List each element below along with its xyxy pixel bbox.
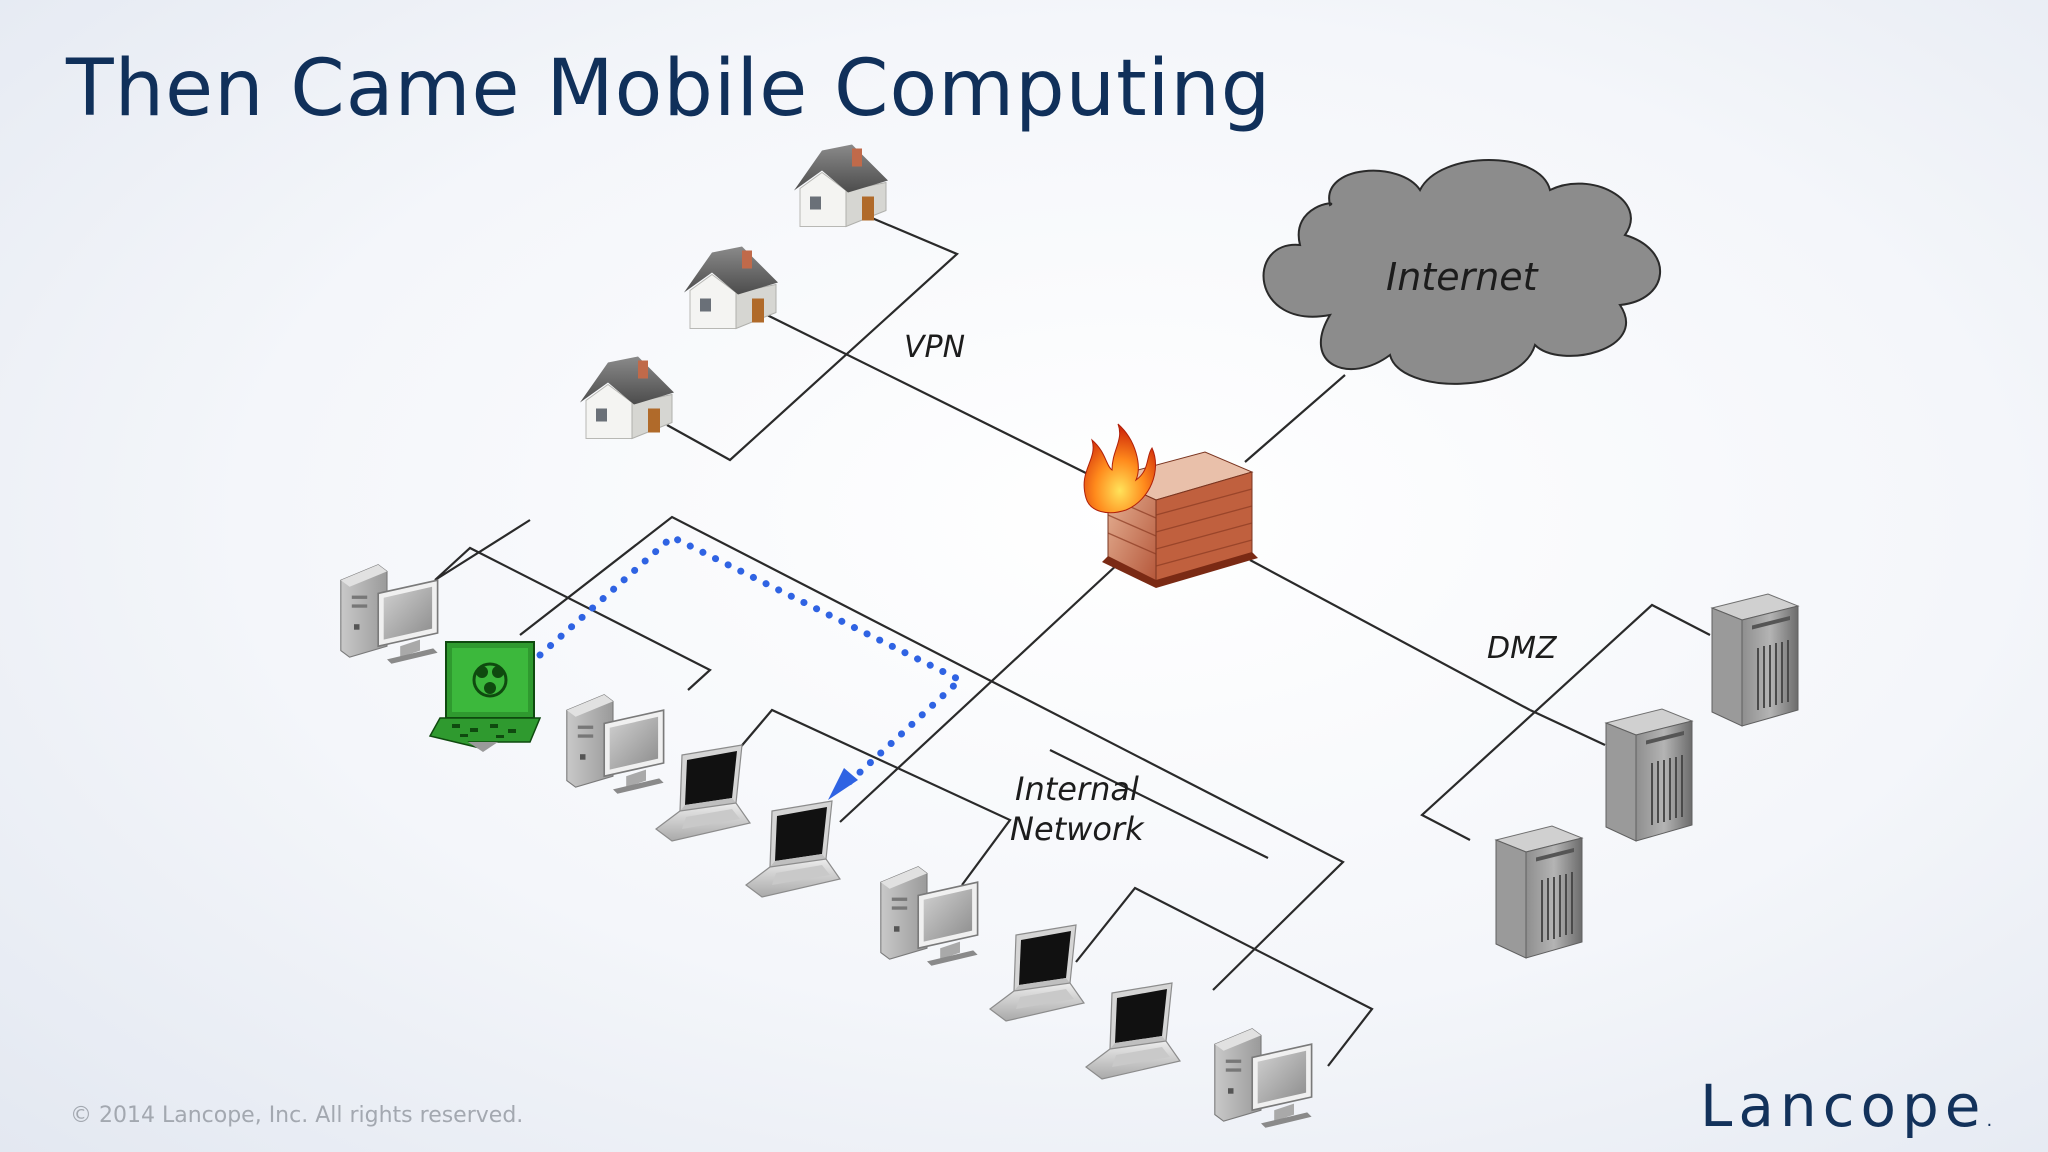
internal-trunk-line: [839, 561, 1121, 823]
desktop-computer-icon: [1213, 1027, 1313, 1129]
internet-label: Internet: [1386, 255, 1540, 299]
brand-logo: Lancope.: [1700, 1072, 1992, 1140]
brand-logo-mark: .: [1986, 1110, 1993, 1131]
dmz-trunk-line: [1249, 559, 1531, 711]
house-icon: [579, 355, 675, 440]
server-icon: [1495, 825, 1583, 959]
desktop-computer-icon: [565, 693, 665, 795]
page-title: Then Came Mobile Computing: [66, 44, 1272, 134]
internal-bus-d: [1075, 886, 1374, 1067]
arrowhead-icon: [828, 768, 858, 800]
laptop-icon: [745, 800, 841, 898]
desktop-computer-icon: [339, 563, 439, 665]
dmz-bus-line: [1420, 603, 1711, 841]
vpn-label: VPN: [904, 330, 965, 365]
infected-laptop-icon: [428, 641, 542, 752]
brand-logo-text: Lancope: [1700, 1072, 1987, 1140]
attack-path: [536, 532, 967, 800]
cloud-icon: [1262, 159, 1662, 385]
house-icon: [683, 245, 779, 330]
copyright-notice: © 2014 Lancope, Inc. All rights reserved…: [70, 1103, 524, 1128]
internal-network-label-line1: Internal: [1015, 770, 1139, 808]
laptop-icon: [989, 924, 1085, 1022]
attack-path-line: [536, 532, 967, 790]
house-icon: [793, 143, 889, 228]
internet-link-line: [1244, 374, 1346, 463]
vpn-trunk-line: [756, 309, 1101, 481]
vpn-link-line: [666, 208, 960, 462]
internal-network-label-line2: Network: [1010, 810, 1145, 848]
internal-bus-e: [1049, 749, 1269, 859]
server-icon: [1711, 593, 1799, 727]
internal-bus-b: [519, 515, 1345, 991]
internal-bus-c: [732, 708, 1012, 886]
internal-bus-a: [434, 519, 712, 691]
dmz-server-link-2: [1529, 709, 1606, 746]
network-links: [434, 208, 1711, 1067]
laptop-icon: [655, 744, 751, 842]
dmz-label: DMZ: [1487, 631, 1558, 666]
desktop-computer-icon: [879, 865, 979, 967]
server-icon: [1605, 708, 1693, 842]
firewall-icon: [1083, 423, 1258, 588]
laptop-icon: [1085, 982, 1181, 1080]
